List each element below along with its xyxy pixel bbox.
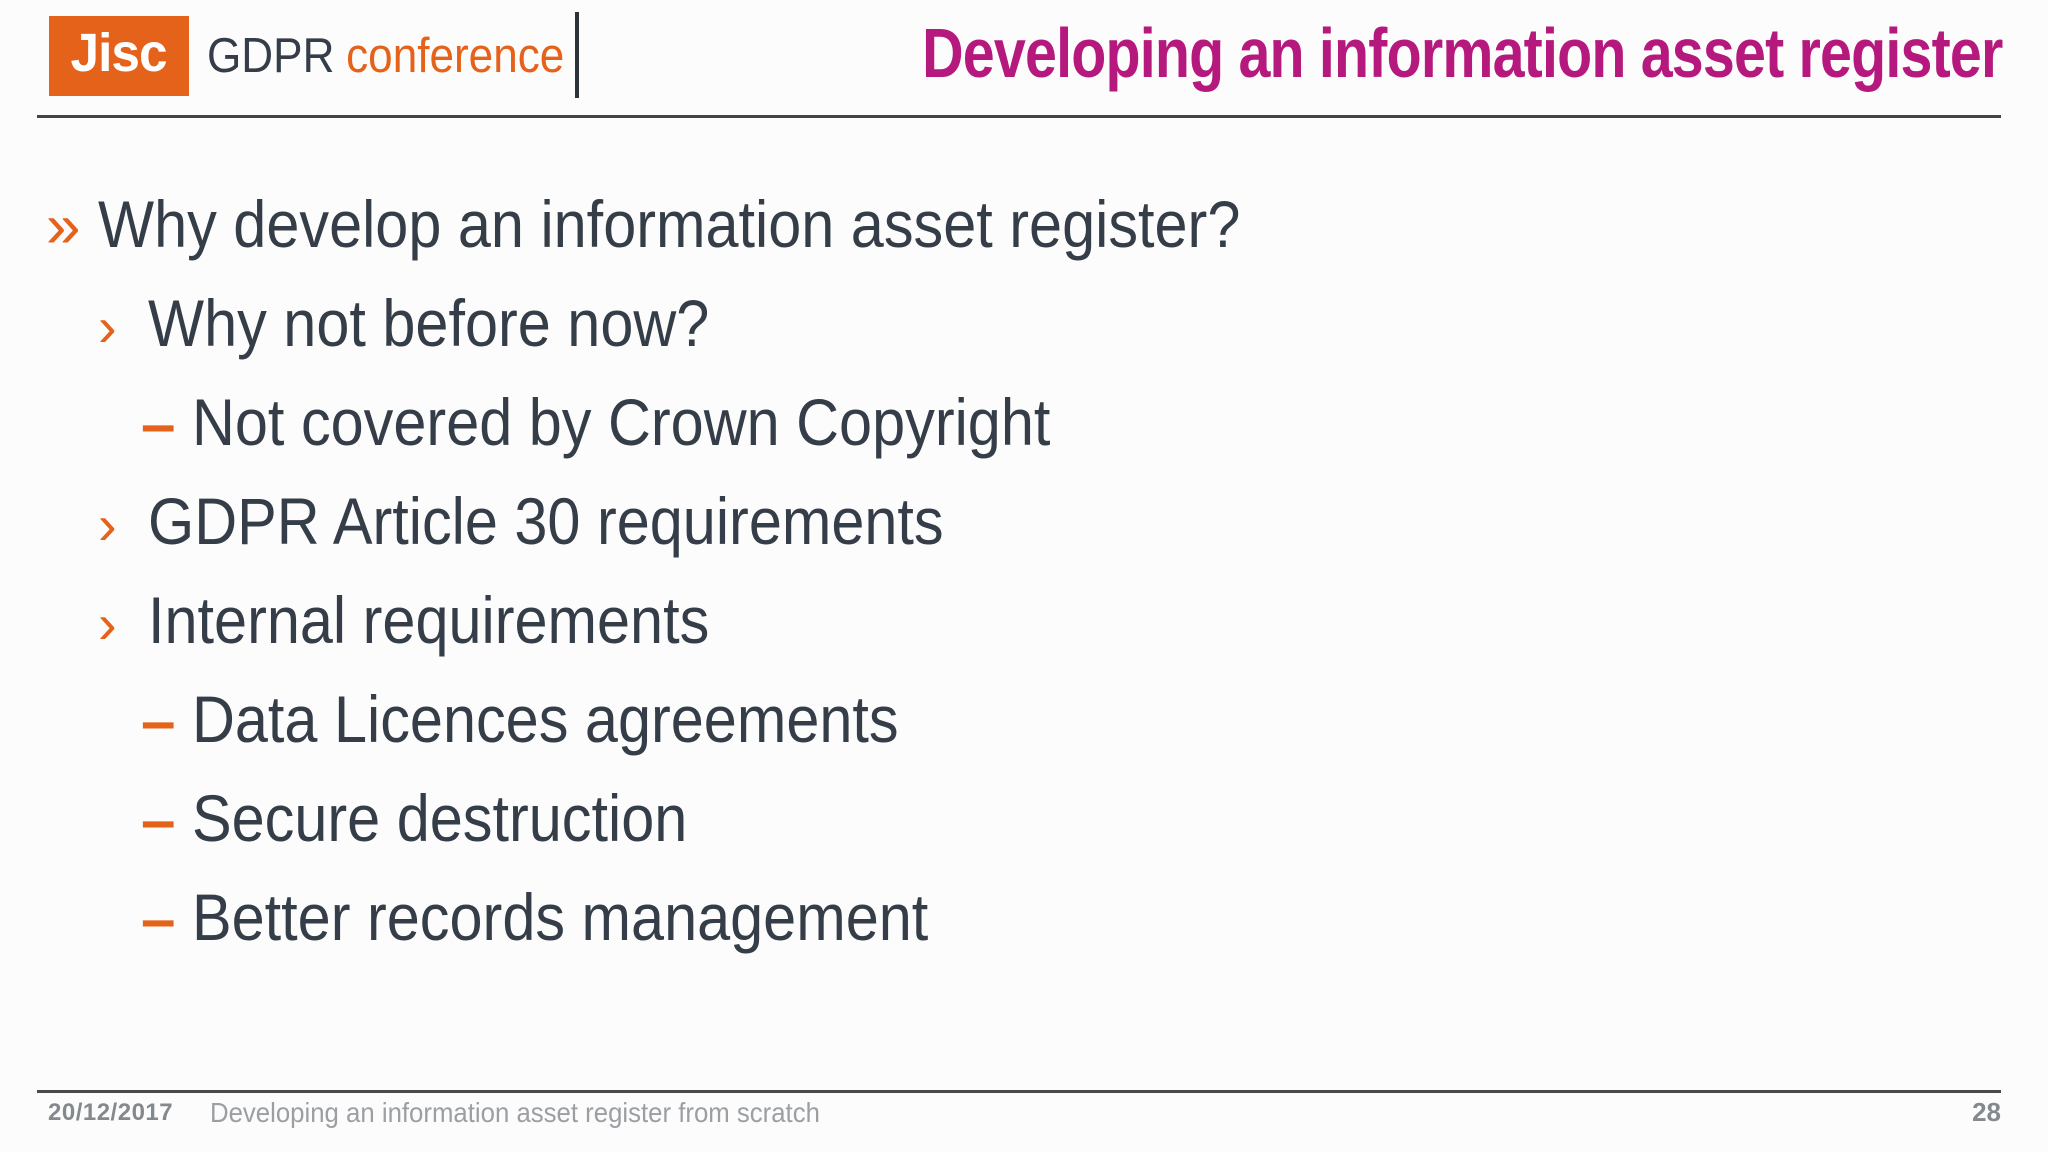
event-name-conference: conference — [346, 29, 565, 83]
bullet-item-level-2: › Why not before now? — [0, 274, 2048, 373]
slide-title: Developing an information asset register — [922, 14, 2004, 92]
bullet-marker: › — [98, 295, 117, 358]
bullet-item-level-3: –Not covered by Crown Copyright — [0, 373, 2048, 472]
bullet-item-level-2: › Internal requirements — [0, 571, 2048, 670]
bullet-marker: – — [141, 885, 176, 954]
bullet-marker: – — [141, 786, 176, 855]
event-name: GDPR conference — [207, 16, 564, 96]
bullet-text: Secure destruction — [192, 781, 688, 855]
event-name-gdpr: GDPR — [207, 29, 335, 83]
bullet-text: Better records management — [192, 880, 929, 954]
bullet-text: Why develop an information asset registe… — [98, 187, 1241, 261]
bullet-item-level-2: › GDPR Article 30 requirements — [0, 472, 2048, 571]
bullet-item-level-3: –Data Licences agreements — [0, 670, 2048, 769]
bullet-list: »Why develop an information asset regist… — [0, 175, 2048, 967]
footer-rule — [37, 1090, 2001, 1093]
bullet-text: Internal requirements — [148, 583, 710, 657]
bullet-text: Data Licences agreements — [192, 682, 899, 756]
footer-date: 20/12/2017 — [48, 1099, 174, 1126]
bullet-item-level-3: –Secure destruction — [0, 769, 2048, 868]
jisc-logo-text: Jisc — [70, 23, 168, 83]
bullet-marker: – — [141, 687, 176, 756]
bullet-item-level-3: –Better records management — [0, 868, 2048, 967]
bullet-marker: › — [98, 592, 117, 655]
bullet-marker: – — [141, 390, 176, 459]
bullet-marker: » — [46, 192, 81, 261]
header-divider-bar — [575, 12, 579, 98]
bullet-item-level-1: »Why develop an information asset regist… — [0, 175, 2048, 274]
header-rule — [37, 115, 2001, 118]
bullet-marker: › — [98, 493, 117, 556]
bullet-text: GDPR Article 30 requirements — [148, 484, 944, 558]
bullet-text: Not covered by Crown Copyright — [192, 385, 1051, 459]
bullet-text: Why not before now? — [148, 286, 710, 360]
footer-caption: Developing an information asset register… — [210, 1097, 820, 1128]
jisc-logo: Jisc — [49, 16, 189, 96]
footer-page-number: 28 — [1972, 1097, 2001, 1127]
